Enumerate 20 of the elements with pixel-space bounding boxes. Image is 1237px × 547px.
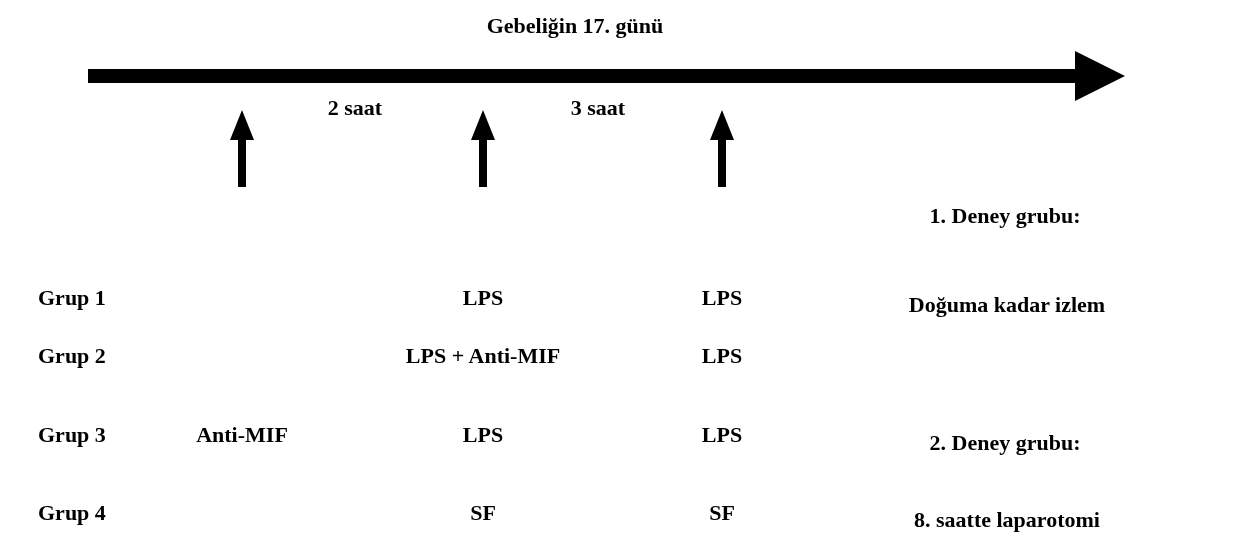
- treatment-label: LPS: [701, 345, 743, 367]
- treatment-label: LPS: [462, 287, 504, 309]
- row-label: Grup 1: [38, 287, 106, 309]
- title: Gebeliğin 17. günü: [486, 15, 664, 37]
- treatment-label: LPS: [701, 287, 743, 309]
- treatment-label: SF: [470, 502, 496, 524]
- interval-label: 3 saat: [570, 97, 626, 119]
- treatment-label: Anti-MIF: [196, 424, 288, 446]
- group-heading: 1. Deney grubu:: [929, 205, 1081, 227]
- row-label: Grup 2: [38, 345, 106, 367]
- row-label: Grup 3: [38, 424, 106, 446]
- group-note: 8. saatte laparotomi: [914, 509, 1100, 531]
- treatment-label: LPS + Anti-MIF: [405, 345, 561, 367]
- treatment-label: LPS: [701, 424, 743, 446]
- row-label: Grup 4: [38, 502, 106, 524]
- group-note: Doğuma kadar izlem: [908, 294, 1106, 316]
- group-heading: 2. Deney grubu:: [929, 432, 1081, 454]
- interval-label: 2 saat: [327, 97, 383, 119]
- treatment-label: SF: [709, 502, 735, 524]
- treatment-label: LPS: [462, 424, 504, 446]
